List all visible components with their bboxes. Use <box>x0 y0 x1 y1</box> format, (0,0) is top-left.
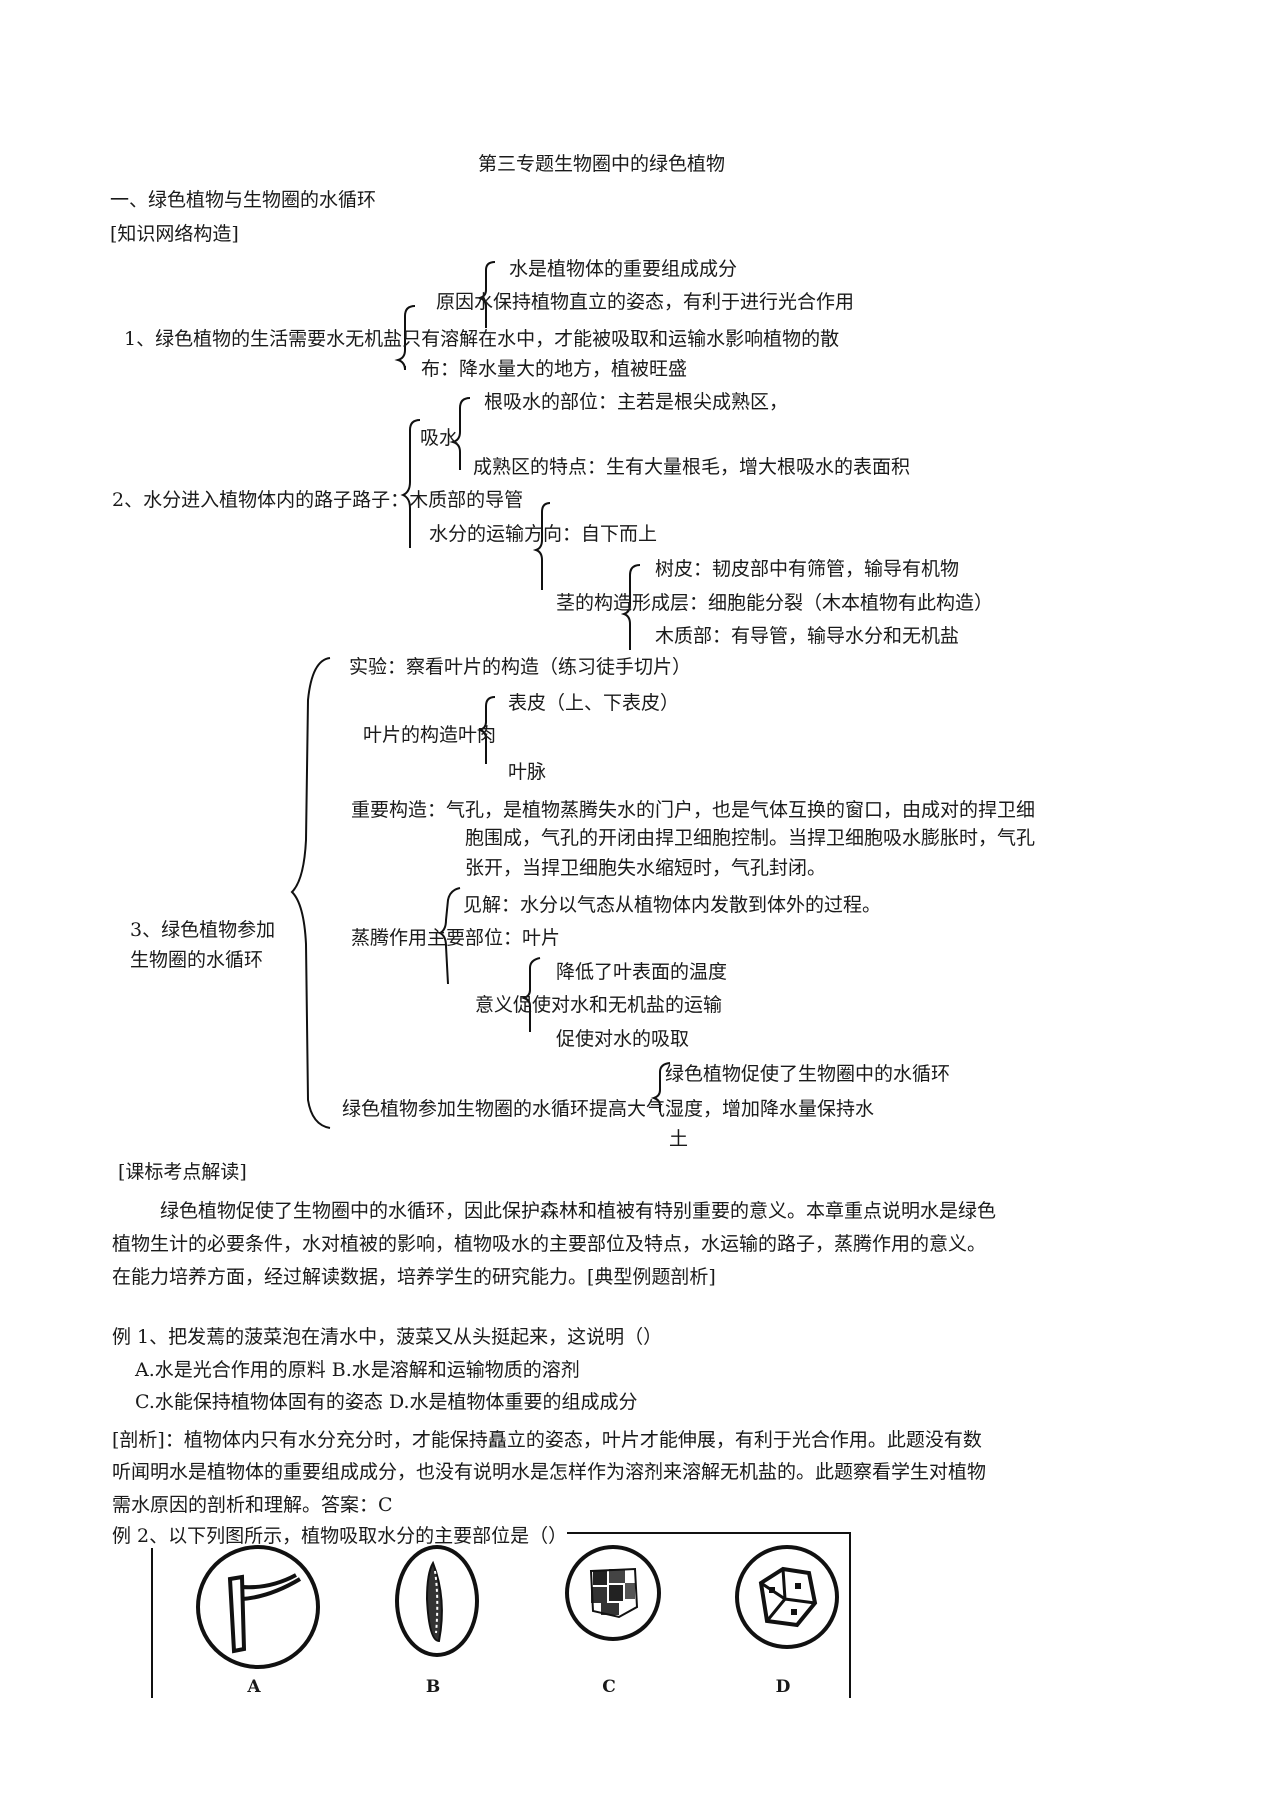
network-heading: [知识网络构造] <box>110 223 239 245</box>
label-a: A <box>247 1677 261 1697</box>
example1-options-ab: A.水是光合作用的原料 B.水是溶解和运输物质的溶剂 <box>135 1359 580 1381</box>
label-b: B <box>425 1677 441 1697</box>
section-heading: 一、绿色植物与生物圈的水循环 <box>110 189 377 211</box>
cycle-role: 绿色植物参加生物圈的水循环提高大气湿度，增加降水量保持水 <box>342 1098 875 1120</box>
item3-label-line2: 生物圈的水循环 <box>130 949 264 971</box>
absorb-label: 吸水 <box>420 427 459 449</box>
cycle-tail: 土 <box>669 1128 689 1150</box>
stem-structure: 茎的构造形成层：细胞能分裂（木本植物有此构造） <box>556 592 994 614</box>
item3-label-line1: 3、绿色植物参加 <box>130 919 276 941</box>
item2-label: 2、水分进入植物体内的路子路子：木质部的导管 <box>112 489 524 511</box>
label-d: D <box>775 1677 791 1697</box>
page-title: 第三专题生物圈中的绿色植物 <box>478 153 726 175</box>
reason-water-component: 水是植物体的重要组成成分 <box>509 258 738 280</box>
curriculum-paragraph-2: 植物生计的必要条件，水对植被的影响，植物吸水的主要部位及特点，水运输的路子，蒸腾… <box>112 1233 987 1255</box>
example1-options-cd: C.水能保持植物体固有的姿态 D.水是植物体重要的组成成分 <box>135 1391 638 1413</box>
leaf-vein: 叶脉 <box>508 761 547 783</box>
meaning-lower-temp: 降低了叶表面的温度 <box>556 961 728 983</box>
cycle-promote: 绿色植物促使了生物圈中的水循环 <box>665 1063 951 1085</box>
transpiration-concept: 见解：水分以气态从植物体内发散到体外的过程。 <box>463 894 882 916</box>
leaf-structure: 叶片的构造叶肉 <box>363 724 497 746</box>
stomata-line-1: 重要构造：气孔，是植物蒸腾失水的门户，也是气体互换的窗口，由成对的捍卫细 <box>351 799 1036 821</box>
example2-question: 例 2、以下列图所示，植物吸取水分的主要部位是（） <box>112 1524 568 1548</box>
cells-network-icon <box>758 1566 818 1628</box>
example1-question: 例 1、把发蔫的菠菜泡在清水中，菠菜又从头挺起来，这说明（） <box>112 1326 663 1348</box>
curriculum-heading: [课标考点解读] <box>118 1161 247 1183</box>
stomata-line-2: 胞围成，气孔的开闭由捍卫细胞控制。当捍卫细胞吸水膨胀时，气孔 <box>465 827 1036 849</box>
item1-label: 1、绿色植物的生活需要水无机盐只有溶解在水中，才能被吸取和运输水影响植物的散 <box>124 328 840 350</box>
meaning-absorb: 促使对水的吸取 <box>556 1028 690 1050</box>
experiment: 实验：察看叶片的构造（练习徒手切片） <box>349 656 692 678</box>
stem-xylem: 木质部：有导管，输导水分和无机盐 <box>655 625 960 647</box>
cell-icon <box>425 1560 443 1643</box>
meaning-transport: 意义促使对水和无机盐的运输 <box>475 994 723 1016</box>
root-hair-icon <box>227 1573 302 1654</box>
curriculum-paragraph-3: 在能力培养方面，经过解读数据，培养学生的研究能力。[典型例题剖析] <box>112 1266 716 1288</box>
label-c: C <box>602 1677 616 1697</box>
transport-direction: 水分的运输方向：自下而上 <box>429 523 658 545</box>
transpiration-part: 蒸腾作用主要部位：叶片 <box>351 927 561 949</box>
mature-zone-feature: 成熟区的特点：生有大量根毛，增大根吸水的表面积 <box>473 456 911 478</box>
reason-water-posture: 原因水保持植物直立的姿态，有利于进行光合作用 <box>436 291 855 313</box>
analysis-line-2: 听闻明水是植物体的重要组成成分，也没有说明水是怎样作为溶剂来溶解无机盐的。此题察… <box>112 1461 987 1483</box>
stomata-line-3: 张开，当捍卫细胞失水缩短时，气孔封闭。 <box>465 857 827 879</box>
water-distribution: 布：降水量大的地方，植被旺盛 <box>421 358 688 380</box>
cells-cluster-icon <box>589 1567 639 1619</box>
curriculum-paragraph-1: 绿色植物促使了生物圈中的水循环，因此保护森林和植被有特别重要的意义。本章重点说明… <box>160 1200 997 1222</box>
leaf-epidermis: 表皮（上、下表皮） <box>508 692 680 714</box>
analysis-line-3: 需水原因的剖析和理解。答案：C <box>112 1494 393 1516</box>
stem-bark: 树皮：韧皮部中有筛管，输导有机物 <box>655 558 960 580</box>
root-absorb-location: 根吸水的部位：主若是根尖成熟区， <box>484 391 789 413</box>
analysis-line-1: [剖析]：植物体内只有水分充分时，才能保持矗立的姿态，叶片才能伸展，有利于光合作… <box>112 1429 982 1451</box>
